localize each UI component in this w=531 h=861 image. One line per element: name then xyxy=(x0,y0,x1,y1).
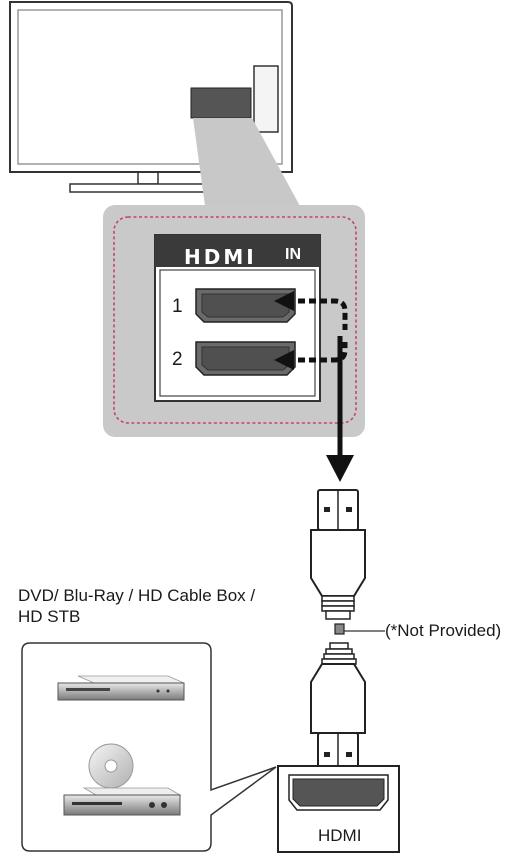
dvd-player-icon xyxy=(57,675,185,701)
connection-arrows xyxy=(274,291,354,482)
port-number-1: 1 xyxy=(172,296,183,317)
device-hdmi-port-label: HDMI xyxy=(318,826,362,845)
hdmi-logo: HDMI xyxy=(184,245,257,269)
hdmi-cable-lower-plug xyxy=(310,642,366,776)
hdmi-port-1 xyxy=(195,288,296,323)
cable-break-marker xyxy=(334,623,385,635)
port-number-2: 2 xyxy=(172,349,183,370)
hdmi-in-label: IN xyxy=(285,246,301,263)
device-caption: DVD/ Blu-Ray / HD Cable Box / HD STB xyxy=(18,586,256,626)
hdmi-port-2 xyxy=(195,341,296,376)
zoom-callout xyxy=(193,118,300,206)
device-hdmi-port-box xyxy=(277,765,400,853)
bluray-player-icon xyxy=(63,743,182,816)
devices-callout xyxy=(21,642,277,852)
hdmi-cable-upper-plug xyxy=(310,489,366,620)
not-provided-label: (*Not Provided) xyxy=(385,621,502,640)
